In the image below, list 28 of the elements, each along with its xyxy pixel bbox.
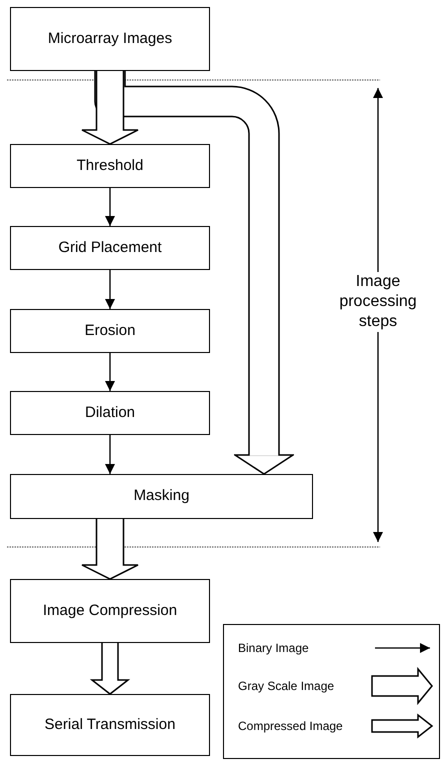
arrow [105,188,115,226]
process-box [10,694,210,756]
hollow-arrow [81,518,139,580]
box-label: Masking [132,487,190,506]
legend-label: Gray Scale Image [238,679,334,693]
legend-label: Compressed Image [238,719,343,733]
process-box [10,144,210,188]
box-label: Serial Transmission [44,716,176,734]
process-box [10,7,210,71]
legend-label: Binary Image [238,641,309,655]
process-box [10,309,210,353]
hollow-arrow [90,642,130,695]
box-label: Erosion [84,322,136,340]
process-box [10,226,210,270]
hollow-arrow [81,70,139,145]
hollow-arrow [94,71,294,475]
arrow [105,270,115,309]
section-label: Image processing steps [338,272,418,332]
arrow [105,435,115,474]
arrow [105,353,115,391]
process-box [10,391,210,435]
box-label: Microarray Images [46,30,174,48]
process-box [10,474,313,519]
box-label: Grid Placement [57,238,163,258]
process-box [10,579,210,643]
box-label: Threshold [76,156,144,176]
box-label: Dilation [84,404,136,422]
box-label: Image Compression [42,602,178,620]
